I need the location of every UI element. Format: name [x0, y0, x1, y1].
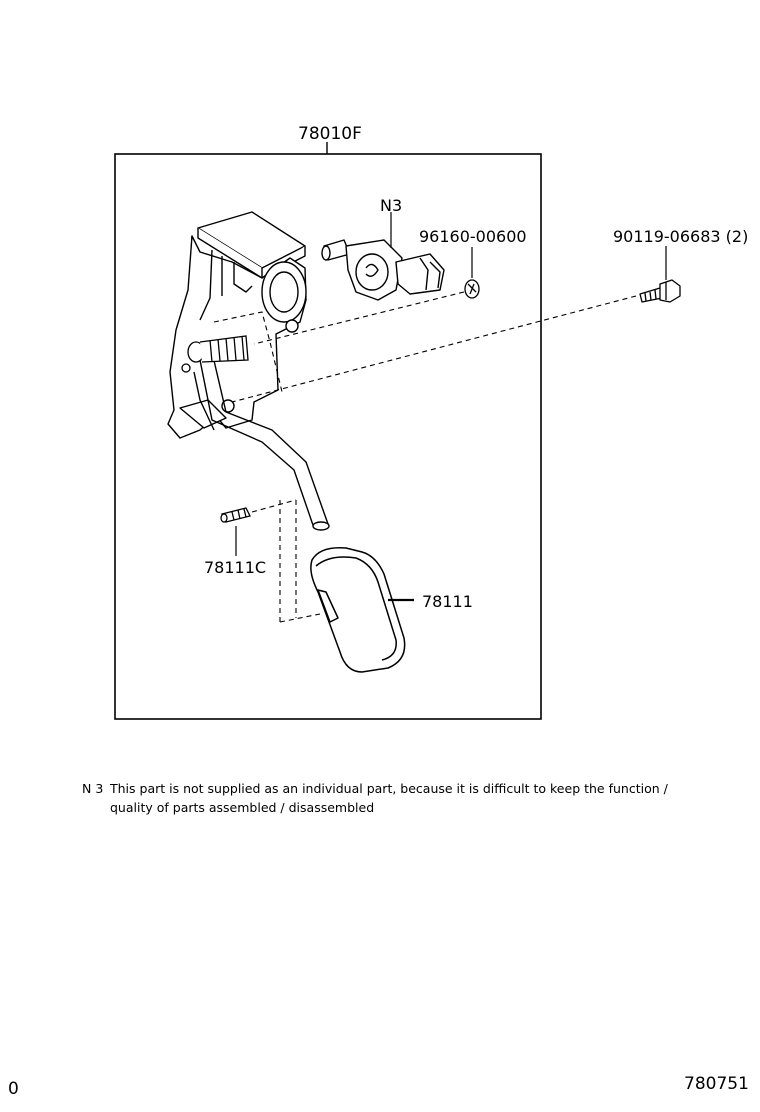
- note-line-1: This part is not supplied as an individu…: [110, 781, 668, 796]
- pedal-lever: [193, 351, 330, 531]
- washer-label: 96160-00600: [419, 227, 527, 246]
- washer: [464, 279, 480, 299]
- pedal-pad: [310, 547, 406, 673]
- assembly-label: 78010F: [298, 124, 362, 144]
- sensor-part-n3: [321, 239, 445, 301]
- assembly-frame: [114, 153, 542, 720]
- page-index-left: 0: [8, 1079, 19, 1099]
- pin: [220, 507, 251, 523]
- note-line-2: quality of parts assembled / disassemble…: [110, 800, 375, 815]
- n3-label: N3: [380, 196, 402, 215]
- bolt: [639, 279, 681, 303]
- pedal-bracket: [167, 211, 307, 439]
- bolt-label: 90119-06683 (2): [613, 227, 748, 246]
- note-key: N 3: [82, 781, 104, 796]
- assembly-dashed-lines: [213, 291, 637, 623]
- figure-number: 780751: [684, 1074, 749, 1094]
- pin-label: 78111C: [204, 558, 266, 577]
- pad-label: 78111: [422, 592, 473, 611]
- pivot-spring: [181, 335, 249, 373]
